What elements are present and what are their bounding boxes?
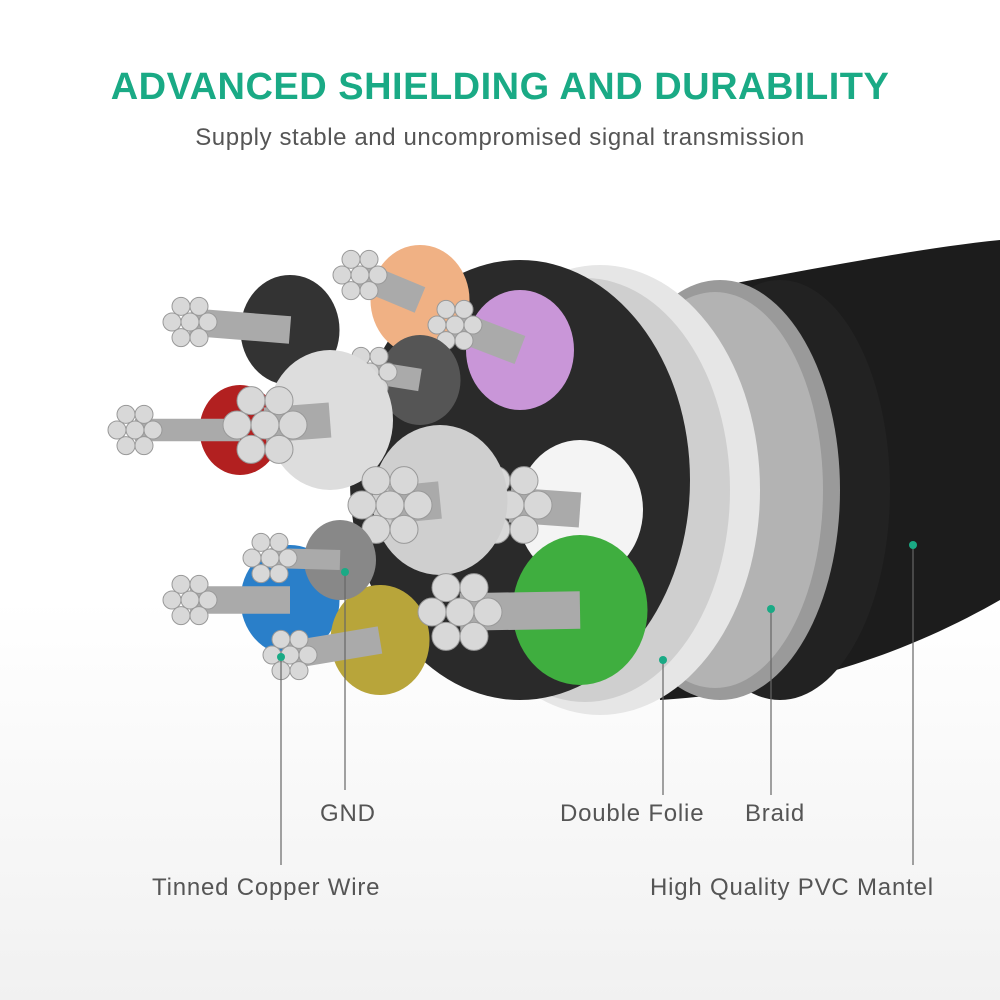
copper-strand: [171, 574, 191, 594]
double-folie-dot: [659, 656, 667, 664]
copper-strand: [368, 265, 388, 285]
copper-strand: [523, 490, 553, 520]
copper-strand: [162, 590, 182, 610]
copper-strand: [463, 315, 483, 335]
copper-strand: [198, 312, 218, 332]
pvc-mantel-dot: [909, 541, 917, 549]
copper-strand: [431, 573, 461, 603]
copper-strand: [116, 436, 136, 456]
copper-strand: [242, 548, 262, 568]
copper-strand: [198, 590, 218, 610]
callout-gnd: GND: [320, 800, 376, 827]
copper-strand: [171, 328, 191, 348]
copper-strand: [298, 645, 318, 665]
copper-strand: [162, 312, 182, 332]
copper-strand: [107, 420, 127, 440]
copper-strand: [171, 606, 191, 626]
callout-braid: Braid: [745, 800, 806, 827]
copper-strand: [417, 597, 447, 627]
copper-strand: [236, 434, 266, 464]
copper-strand: [278, 548, 298, 568]
copper-strand: [341, 281, 361, 301]
copper-strand: [251, 564, 271, 584]
copper-strand: [378, 362, 398, 382]
tinned-copper-dot: [277, 653, 285, 661]
copper-strand: [473, 597, 503, 627]
copper-strand: [222, 410, 252, 440]
braid-dot: [767, 605, 775, 613]
copper-strand: [436, 299, 456, 319]
callout-double-folie: Double Folie: [560, 800, 705, 827]
copper-strand: [251, 532, 271, 552]
callout-pvc-mantel: High Quality PVC Mantel: [650, 874, 934, 901]
copper-strand: [341, 249, 361, 269]
copper-strand: [361, 466, 391, 496]
page-subtitle: Supply stable and uncompromised signal t…: [195, 124, 805, 151]
copper-strand: [278, 410, 308, 440]
copper-strand: [332, 265, 352, 285]
copper-strand: [271, 629, 291, 649]
copper-strand: [347, 490, 377, 520]
copper-strand: [427, 315, 447, 335]
copper-strand: [171, 296, 191, 316]
copper-strand: [431, 621, 461, 651]
copper-strand: [116, 404, 136, 424]
page-title: ADVANCED SHIELDING AND DURABILITY: [110, 66, 890, 108]
wire-bundle: [107, 245, 648, 695]
copper-strand: [236, 386, 266, 416]
gnd-dot: [341, 568, 349, 576]
callout-tinned-copper-wire: Tinned Copper Wire: [152, 874, 381, 901]
copper-strand: [143, 420, 163, 440]
copper-strand: [403, 490, 433, 520]
